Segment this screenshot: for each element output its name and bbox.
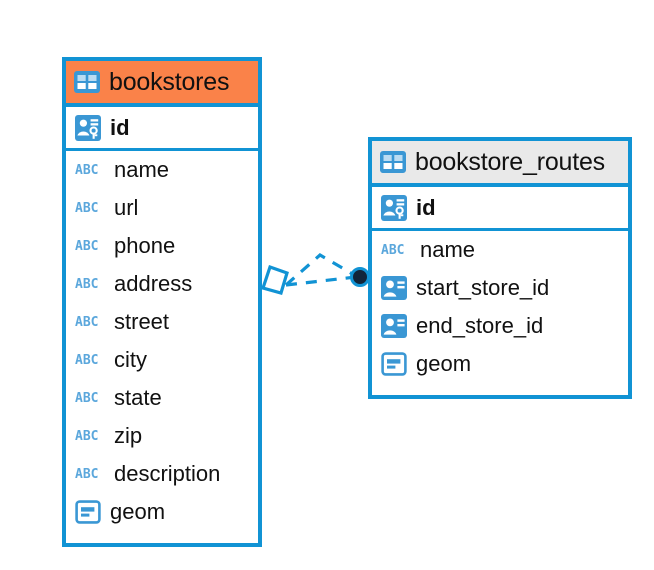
table-icon: [380, 151, 406, 173]
foreign-key-icon: [381, 314, 407, 338]
field-label-street: street: [114, 309, 170, 334]
field-label-city: city: [114, 347, 147, 372]
field-label-state: state: [114, 385, 162, 410]
entity-header-bookstores[interactable]: bookstores: [66, 61, 258, 107]
entity-header-bookstore-routes[interactable]: bookstore_routes: [372, 141, 628, 187]
field-label-start-store-id: start_store_id: [416, 275, 550, 300]
field-label-end-store-id: end_store_id: [416, 313, 544, 338]
field-label-geom: geom: [416, 351, 472, 376]
relationship-line-lower: [285, 275, 357, 287]
field-row-phone[interactable]: ABC phone: [66, 227, 258, 265]
field-label-id: id: [110, 114, 130, 140]
diamond-marker-icon: [260, 264, 289, 295]
field-label-geom: geom: [110, 499, 166, 524]
abc-text-icon: ABC: [75, 390, 99, 406]
field-label-zip: zip: [114, 423, 143, 448]
field-row-city[interactable]: ABC city: [66, 341, 258, 379]
geometry-icon: [381, 352, 407, 376]
entity-title-bookstore-routes: bookstore_routes: [415, 147, 605, 176]
foreign-key-icon: [381, 276, 407, 300]
relationship-line-upper: [284, 253, 357, 287]
primary-key-icon: [381, 194, 407, 221]
field-label-description: description: [114, 461, 221, 486]
table-icon: [74, 71, 100, 93]
abc-text-icon: ABC: [75, 428, 99, 444]
field-row-id[interactable]: id: [372, 187, 628, 231]
field-row-end-store-id[interactable]: end_store_id: [372, 307, 628, 345]
field-label-address: address: [114, 271, 193, 296]
field-list-bookstores: id ABC name ABC url ABC phone ABC addres…: [66, 107, 258, 531]
entity-table-bookstore-routes[interactable]: bookstore_routes id: [368, 137, 632, 399]
abc-text-icon: ABC: [75, 162, 99, 178]
abc-text-icon: ABC: [75, 238, 99, 254]
field-row-id[interactable]: id: [66, 107, 258, 151]
field-row-geom[interactable]: geom: [66, 493, 258, 531]
field-row-name[interactable]: ABC name: [372, 231, 628, 269]
field-row-url[interactable]: ABC url: [66, 189, 258, 227]
entity-table-bookstores[interactable]: bookstores id: [62, 57, 262, 547]
field-label-url: url: [114, 195, 139, 220]
abc-text-icon: ABC: [75, 276, 99, 292]
filled-circle-marker-icon: [350, 267, 370, 287]
field-label-id: id: [416, 194, 436, 220]
field-row-street[interactable]: ABC street: [66, 303, 258, 341]
field-row-address[interactable]: ABC address: [66, 265, 258, 303]
field-row-geom[interactable]: geom: [372, 345, 628, 383]
field-row-name[interactable]: ABC name: [66, 151, 258, 189]
field-label-name: name: [420, 237, 476, 262]
abc-text-icon: ABC: [75, 200, 99, 216]
field-row-state[interactable]: ABC state: [66, 379, 258, 417]
abc-text-icon: ABC: [75, 352, 99, 368]
field-row-zip[interactable]: ABC zip: [66, 417, 258, 455]
field-row-description[interactable]: ABC description: [66, 455, 258, 493]
abc-text-icon: ABC: [75, 466, 99, 482]
entity-title-bookstores: bookstores: [109, 67, 230, 96]
field-label-phone: phone: [114, 233, 176, 258]
geometry-icon: [75, 500, 101, 524]
abc-text-icon: ABC: [75, 314, 99, 330]
field-row-start-store-id[interactable]: start_store_id: [372, 269, 628, 307]
abc-text-icon: ABC: [381, 242, 405, 258]
field-list-bookstore-routes: id ABC name start_store_id: [372, 187, 628, 383]
primary-key-icon: [75, 114, 101, 141]
field-label-name: name: [114, 157, 170, 182]
